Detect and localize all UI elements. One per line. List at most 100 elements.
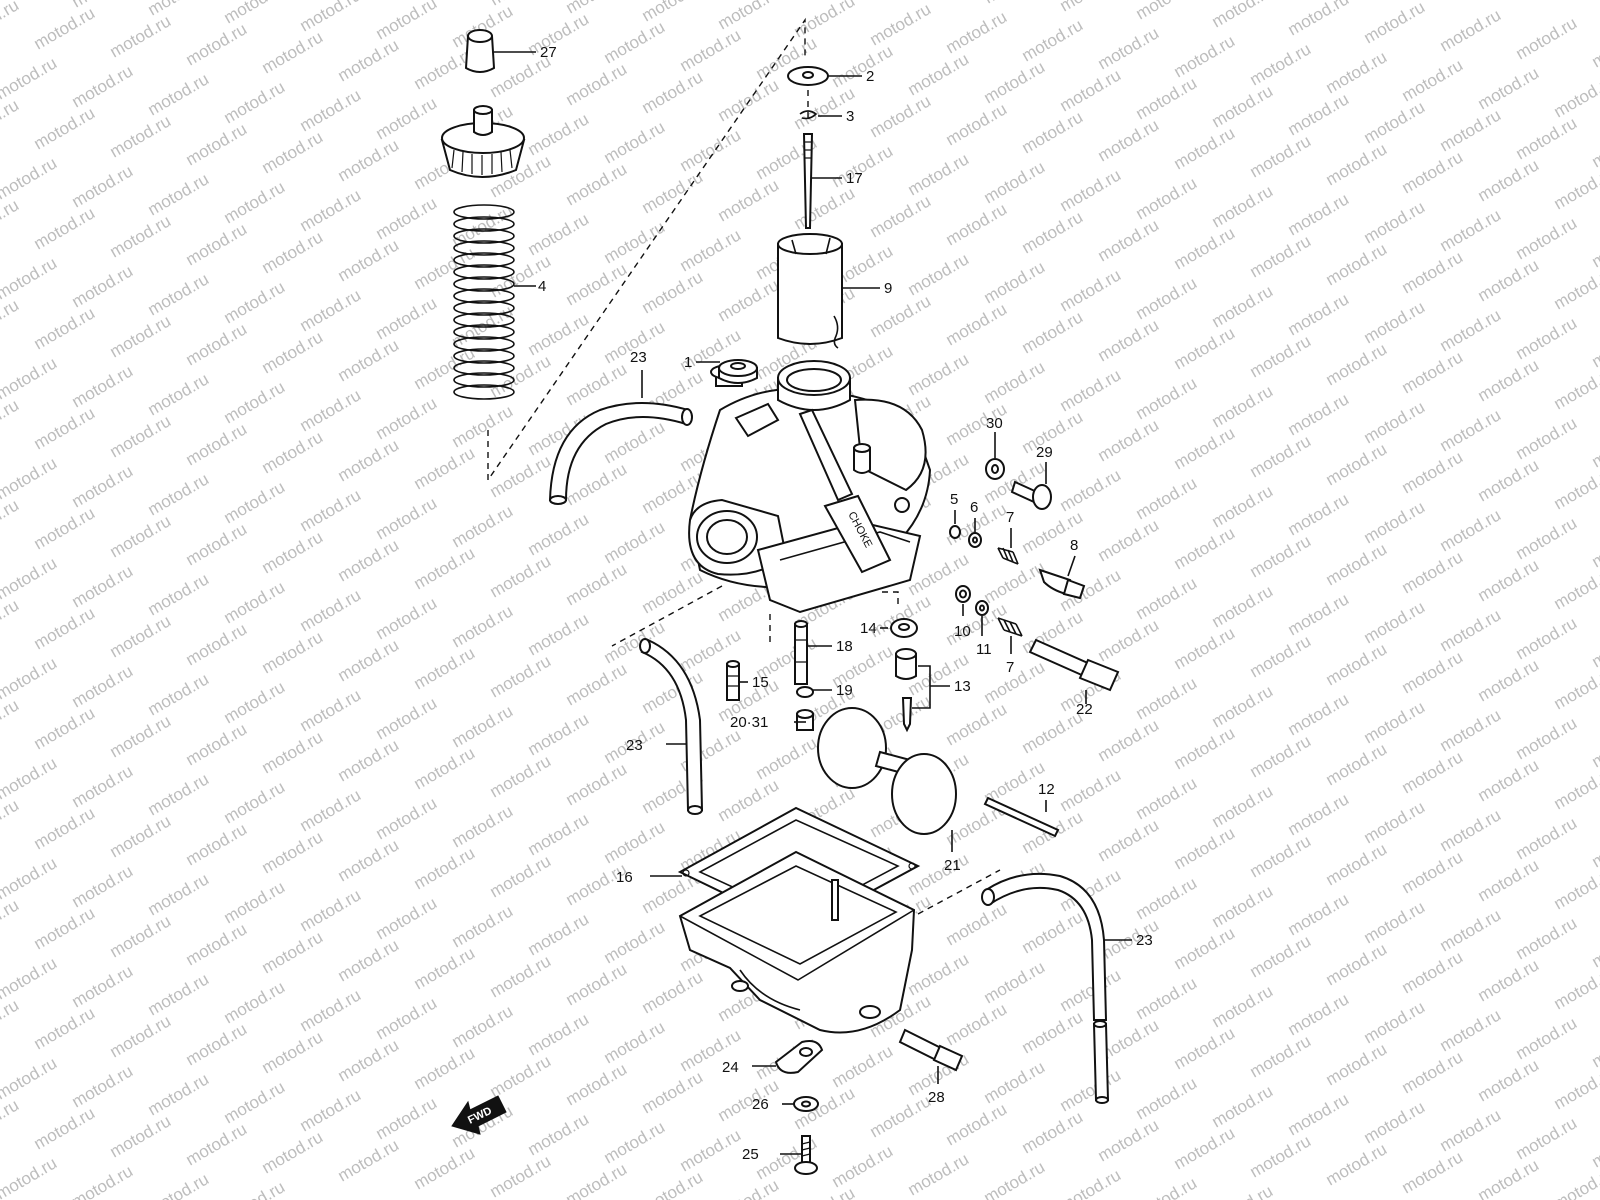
watermark-text: motod.ru — [0, 553, 60, 603]
watermark-text: motod.ru — [1209, 881, 1277, 931]
spring-coil — [453, 276, 515, 292]
watermark-text: motod.ru — [601, 217, 669, 267]
watermark-text: motod.ru — [1171, 31, 1239, 81]
watermark-text: motod.ru — [1589, 521, 1600, 571]
watermark-text: motod.ru — [1247, 531, 1315, 581]
watermark-text: motod.ru — [1019, 1107, 1087, 1157]
watermark-text: motod.ru — [31, 303, 99, 353]
watermark-text: motod.ru — [411, 1043, 479, 1093]
watermark-text: motod.ru — [1361, 597, 1429, 647]
watermark-text: motod.ru — [715, 775, 783, 825]
watermark-text: motod.ru — [1209, 1181, 1277, 1200]
assembly-guide-line-3 — [611, 585, 723, 647]
watermark-text: motod.ru — [259, 527, 327, 577]
watermark-text: motod.ru — [1323, 939, 1391, 989]
watermark-text: motod.ru — [1475, 155, 1543, 205]
watermark-text: motod.ru — [183, 19, 251, 69]
watermark-text: motod.ru — [145, 69, 213, 119]
watermark-text: motod.ru — [905, 1149, 973, 1199]
watermark-text: motod.ru — [1399, 847, 1467, 897]
watermark-text: motod.ru — [563, 259, 631, 309]
watermark-text: motod.ru — [0, 1095, 22, 1145]
watermark-text: motod.ru — [601, 517, 669, 567]
watermark-text: motod.ru — [373, 593, 441, 643]
watermark-text: motod.ru — [981, 0, 1049, 7]
watermark-text: motod.ru — [335, 135, 403, 185]
watermark-text: motod.ru — [259, 727, 327, 777]
spring-coil — [453, 216, 515, 232]
watermark-text: motod.ru — [31, 3, 99, 53]
watermark-text: motod.ru — [1551, 71, 1600, 121]
watermark-text: motod.ru — [297, 885, 365, 935]
callout-21: 21 — [944, 857, 961, 874]
watermark-text: motod.ru — [259, 827, 327, 877]
watermark-text: motod.ru — [1399, 747, 1467, 797]
watermark-text: motod.ru — [145, 1069, 213, 1119]
watermark-text: motod.ru — [31, 203, 99, 253]
assembly-guide-line-5 — [882, 591, 899, 606]
watermark-text: motod.ru — [1095, 23, 1163, 73]
watermark-text: motod.ru — [525, 809, 593, 859]
watermark-text: motod.ru — [1171, 1023, 1239, 1073]
watermark-text: motod.ru — [1095, 115, 1163, 165]
watermark-text: motod.ru — [411, 843, 479, 893]
watermark-text: motod.ru — [1095, 815, 1163, 865]
watermark-text: motod.ru — [1589, 921, 1600, 971]
watermark-text: motod.ru — [259, 227, 327, 277]
watermark-text: motod.ru — [1551, 263, 1600, 313]
part-27-cap — [464, 29, 496, 73]
watermark-text: motod.ru — [1285, 0, 1353, 39]
watermark-text: motod.ru — [145, 569, 213, 619]
watermark-text: motod.ru — [1323, 139, 1391, 189]
watermark-text: motod.ru — [1513, 1113, 1581, 1163]
watermark-text: motod.ru — [1133, 0, 1201, 23]
watermark-text: motod.ru — [1171, 723, 1239, 773]
spring-coil — [453, 348, 515, 364]
callout-2: 2 — [866, 68, 874, 85]
watermark-text: motod.ru — [1437, 105, 1505, 155]
watermark-text: motod.ru — [69, 861, 137, 911]
watermark-text: motod.ru — [1513, 113, 1581, 163]
watermark-text: motod.ru — [1171, 423, 1239, 473]
watermark-text: motod.ru — [0, 153, 60, 203]
watermark-text: motod.ru — [943, 99, 1011, 149]
callout-26: 26 — [752, 1096, 769, 1113]
watermark-text: motod.ru — [1513, 913, 1581, 963]
callout-18: 18 — [836, 638, 853, 655]
watermark-text: motod.ru — [373, 993, 441, 1043]
watermark-text: motod.ru — [31, 403, 99, 453]
part-7-spring-lower — [997, 617, 1023, 637]
watermark-text: motod.ru — [525, 209, 593, 259]
watermark-text: motod.ru — [1285, 389, 1353, 439]
watermark-text: motod.ru — [1057, 765, 1125, 815]
watermark-text: motod.ru — [1361, 497, 1429, 547]
watermark-text: motod.ru — [335, 735, 403, 785]
watermark-text: motod.ru — [563, 459, 631, 509]
watermark-text: motod.ru — [1323, 339, 1391, 389]
watermark-text: motod.ru — [1361, 897, 1429, 947]
spring-coil — [453, 300, 515, 316]
callout-20-31: 20·31 — [730, 714, 768, 731]
watermark-text: motod.ru — [1133, 73, 1201, 123]
watermark-text: motod.ru — [639, 0, 707, 25]
watermark-text: motod.ru — [373, 193, 441, 243]
watermark-text: motod.ru — [1019, 307, 1087, 357]
spring-coil — [453, 228, 515, 244]
part-14-washer — [890, 618, 918, 638]
watermark-text: motod.ru — [1323, 839, 1391, 889]
watermark-text: motod.ru — [107, 611, 175, 661]
watermark-text: motod.ru — [1551, 963, 1600, 1013]
watermark-text: motod.ru — [107, 511, 175, 561]
part-12-float-pin — [983, 796, 1060, 838]
watermark-text: motod.ru — [1057, 0, 1125, 15]
watermark-text: motod.ru — [145, 1169, 213, 1200]
watermark-text: motod.ru — [297, 785, 365, 835]
watermark-text: motod.ru — [373, 693, 441, 743]
watermark-text: motod.ru — [31, 503, 99, 553]
watermark-text: motod.ru — [145, 969, 213, 1019]
watermark-text: motod.ru — [525, 1109, 593, 1159]
part-5-small-ring — [949, 525, 961, 539]
watermark-text: motod.ru — [1513, 713, 1581, 763]
watermark-text: motod.ru — [69, 461, 137, 511]
watermark-text: motod.ru — [1285, 489, 1353, 539]
